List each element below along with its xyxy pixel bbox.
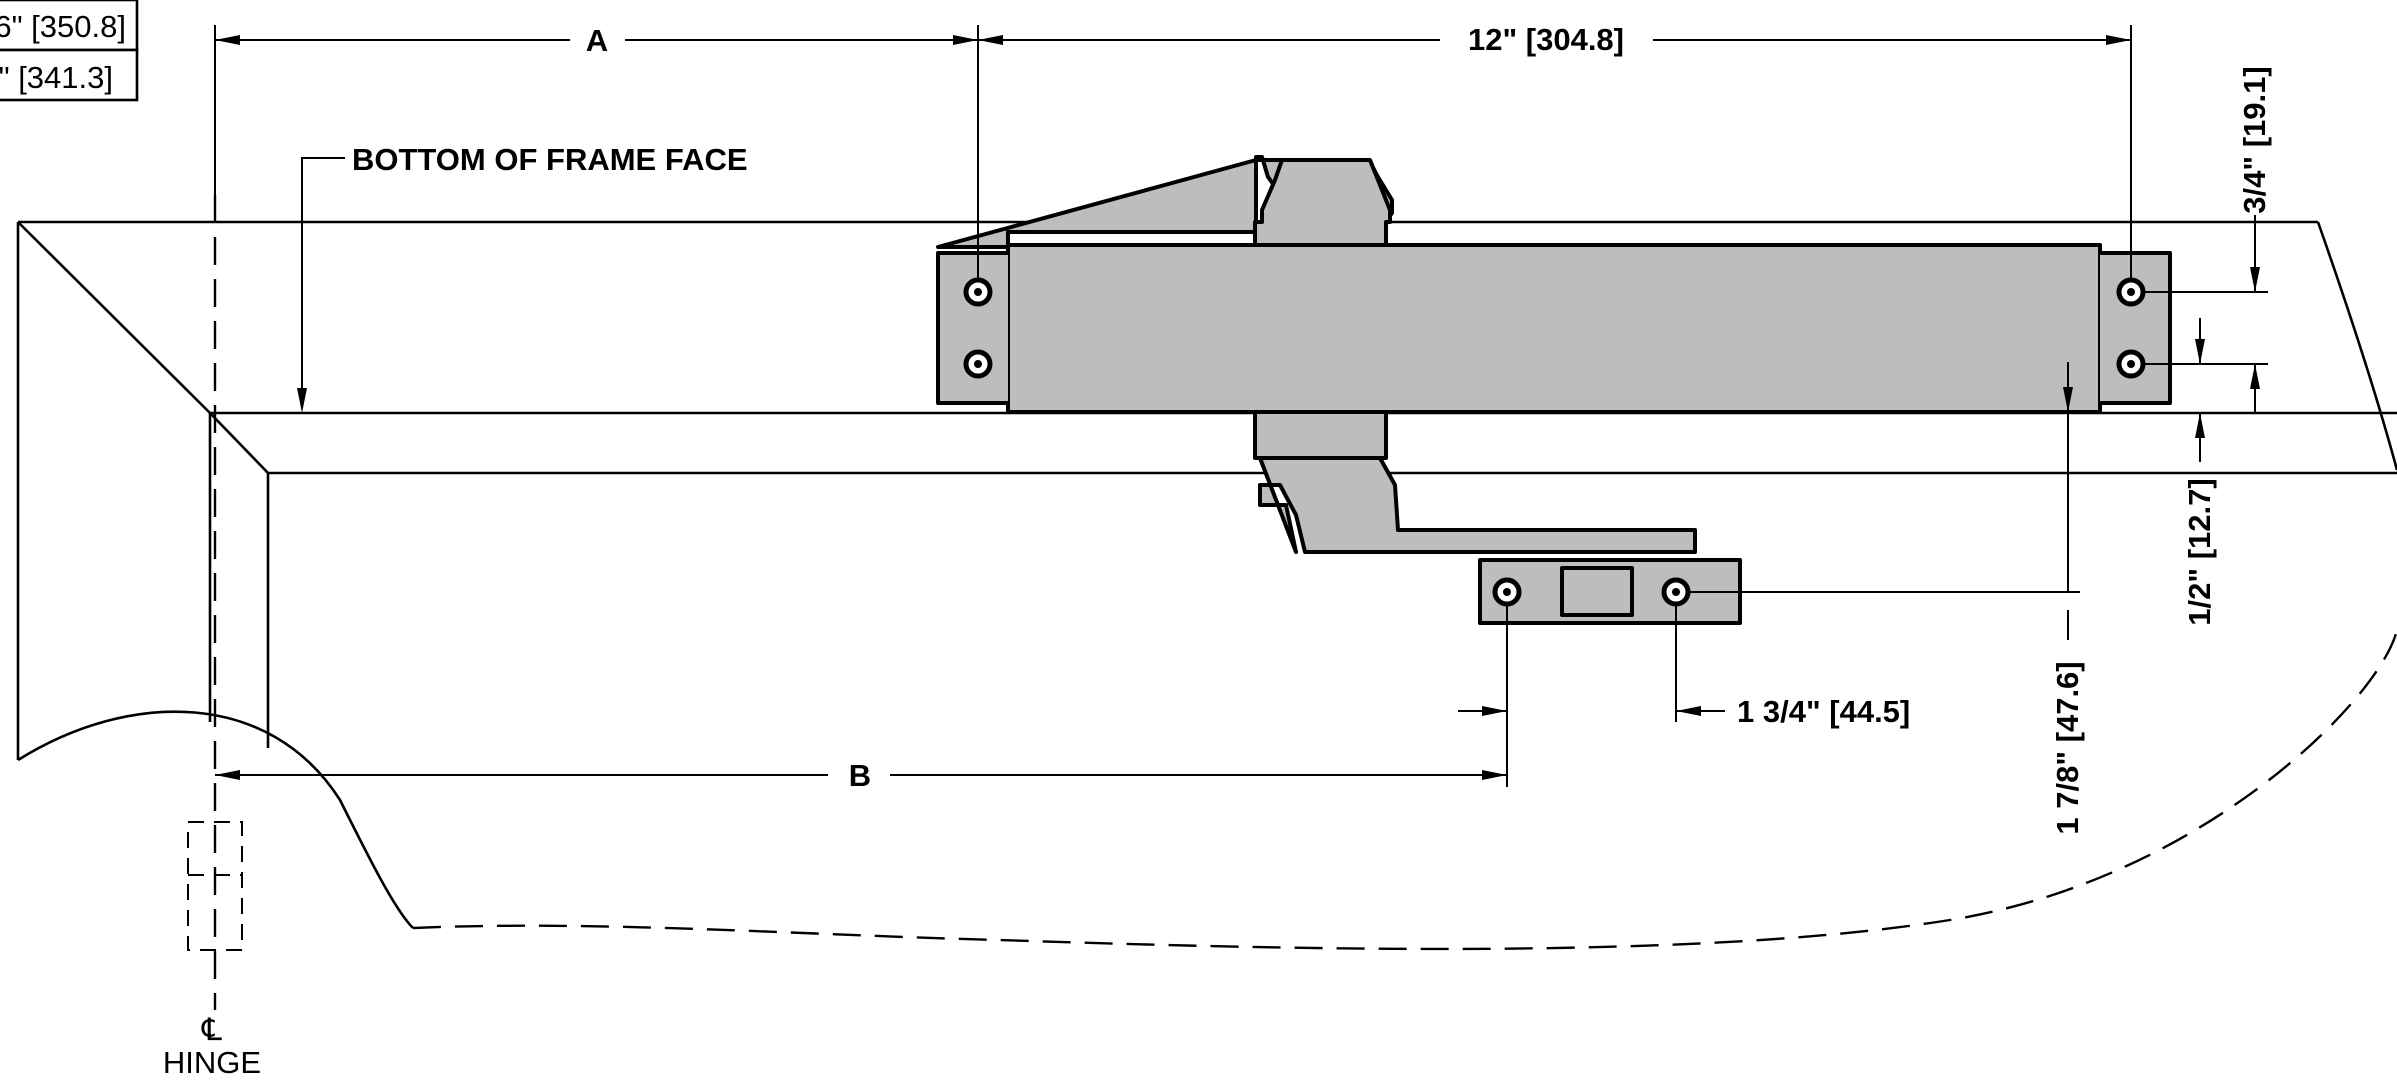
hole-shoe-right (1661, 577, 1691, 607)
table-row-1: 6" [350.8] (0, 9, 126, 44)
dim-b-label: B (849, 758, 871, 793)
hinge-label: HINGE (163, 1045, 261, 1080)
dim-a-label: A (586, 23, 608, 58)
dimension-1-7-8: 1 7/8" [47.6] (1688, 362, 2085, 835)
hinge-centerline (187, 25, 243, 1010)
closer-body (936, 155, 2172, 625)
dim-1-7-8-label: 1 7/8" [47.6] (2050, 661, 2085, 834)
hole-top-right (2116, 277, 2146, 307)
hole-bottom-right (2116, 349, 2146, 379)
dim-1-3-4-label: 1 3/4" [44.5] (1737, 694, 1910, 729)
frame-face-label: BOTTOM OF FRAME FACE (352, 142, 748, 177)
dimension-1-2: 1/2" [12.7] (2182, 318, 2217, 626)
centerline-hinge-label: ℄ HINGE (163, 1012, 261, 1080)
dim-1-2-label: 1/2" [12.7] (2182, 478, 2217, 625)
centerline-symbol: ℄ (201, 1012, 222, 1047)
hole-top-left (963, 277, 993, 307)
hole-bottom-left (963, 349, 993, 379)
dim-3-4-label: 3/4" [19.1] (2237, 66, 2272, 213)
dimension-12in: 12" [304.8] (978, 22, 2132, 280)
frame-face-callout: BOTTOM OF FRAME FACE (297, 142, 748, 413)
hole-shoe-left (1492, 577, 1522, 607)
dim-12in-label: 12" [304.8] (1468, 22, 1624, 57)
dimension-1-3-4: 1 3/4" [44.5] (1458, 604, 1910, 787)
dimension-table: 6" [350.8] " [341.3] (0, 0, 139, 102)
dimension-b: B (215, 758, 1507, 793)
table-row-2: " [341.3] (0, 60, 113, 95)
dimension-3-4: 3/4" [19.1] (2143, 66, 2272, 413)
dimension-a: A (215, 23, 979, 280)
